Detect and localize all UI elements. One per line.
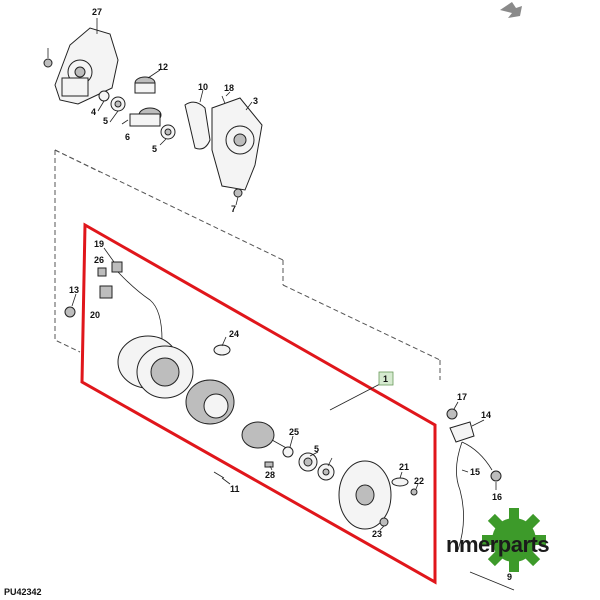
callout-5c: 5 [314,444,319,454]
callout-1: 1 [383,374,388,384]
highlight-frame [80,222,437,585]
callout-5a: 5 [103,116,108,126]
callout-12: 12 [158,62,168,72]
part-26-connector[interactable] [97,267,107,277]
callout-28: 28 [265,470,275,480]
part-4-washer[interactable] [98,90,110,102]
callout-19: 19 [94,239,104,249]
stator-core[interactable] [185,379,235,425]
callout-25: 25 [289,427,299,437]
part-5-bearing-endplate[interactable] [317,463,335,481]
callout-labels: 27 12 10 18 3 4 5 6 5 7 19 26 13 20 24 1… [69,7,512,582]
callout-11: 11 [230,484,240,494]
part-19-terminal[interactable] [111,261,123,273]
rotor[interactable] [241,421,291,451]
part-5-bearing-upper[interactable] [110,96,126,112]
part-20-wire-harness[interactable] [99,271,163,341]
leader-lines [47,18,497,531]
callout-9: 9 [507,572,512,582]
part-10-drive-belt[interactable] [184,101,211,150]
callout-5b: 5 [152,144,157,154]
part-7-bolt[interactable] [233,188,243,198]
callout-15: 15 [470,467,480,477]
callout-4: 4 [91,107,96,117]
dashed-reference-outline [54,149,441,380]
part-9-rod[interactable] [469,571,515,591]
watermark-gear-icon [482,508,546,572]
nav-arrow-icon[interactable] [500,2,522,18]
callout-3: 3 [253,96,258,106]
callout-26: 26 [94,255,104,265]
callout-22: 22 [414,476,424,486]
part-24-washer[interactable] [213,344,231,356]
part-17-nut[interactable] [446,408,458,420]
callout-24: 24 [229,329,239,339]
part-8-bolt[interactable] [43,58,53,68]
callout-20: 20 [90,310,100,320]
part-3-gear-cover[interactable] [211,97,263,191]
callout-6: 6 [125,132,130,142]
callout-14: 14 [481,410,491,420]
part-28-key[interactable] [264,461,274,468]
end-plate[interactable] [338,460,392,530]
callout-13: 13 [69,285,79,295]
part-14-clamp[interactable] [449,421,475,443]
callout-18: 18 [224,83,234,93]
part-13-nut[interactable] [64,306,76,318]
part-15-cable[interactable] [456,441,493,551]
callout-7: 7 [231,204,236,214]
callout-21: 21 [399,462,409,472]
part-5-bearing-rotor[interactable] [298,452,318,472]
part-22-screw[interactable] [410,488,418,496]
part-5-bearing-lower[interactable] [160,124,176,140]
stator-housing[interactable] [117,335,194,399]
figure-reference-code: PU42342 [4,587,42,597]
part-11-screw[interactable] [213,471,225,479]
part-23-bolt[interactable] [379,517,389,527]
callout-10: 10 [198,82,208,92]
callout-17: 17 [457,392,467,402]
callout-16: 16 [492,492,502,502]
watermark-logo-text: nmerparts [446,532,550,557]
callout-27: 27 [92,7,102,17]
part-21-gasket[interactable] [391,477,409,487]
part-25-spacer[interactable] [282,446,294,458]
callout-23: 23 [372,529,382,539]
callout-1-badge [378,371,394,386]
part-27-gear-housing[interactable] [54,27,119,105]
part-12-pinion-gear[interactable] [134,76,156,94]
part-6-gear-shaft[interactable] [121,107,162,127]
part-16-bolt[interactable] [490,470,502,482]
